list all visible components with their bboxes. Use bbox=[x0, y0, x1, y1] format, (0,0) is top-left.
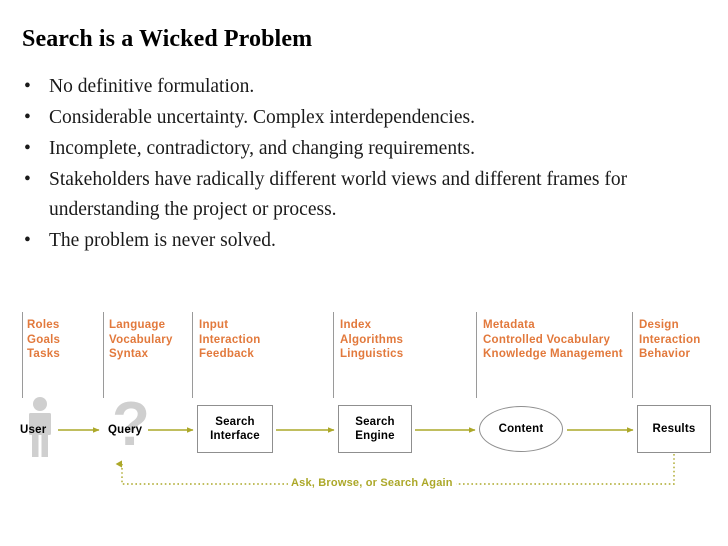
column-divider bbox=[192, 312, 193, 398]
node-search-interface-line1: Search bbox=[215, 416, 255, 428]
facet-item: Vocabulary bbox=[109, 333, 173, 346]
facet-item: Design bbox=[639, 319, 679, 331]
node-search-engine-line1: Search bbox=[355, 416, 395, 428]
facet-item: Linguistics bbox=[340, 348, 404, 361]
list-item-text: No definitive formulation. bbox=[49, 76, 255, 97]
column-divider bbox=[103, 312, 104, 398]
bullet-marker-icon: • bbox=[24, 76, 31, 97]
node-search-interface[interactable]: Search Interface bbox=[197, 405, 273, 453]
facet-item: Algorithms bbox=[340, 333, 404, 346]
feedback-loop-label: Ask, Browse, or Search Again bbox=[288, 477, 456, 489]
list-item-text: Considerable uncertainty. Complex interd… bbox=[49, 107, 475, 128]
facet-column-engine: Index Algorithms Linguistics bbox=[340, 318, 403, 362]
search-process-diagram: Roles Goals Tasks Language Vocabulary Sy… bbox=[0, 300, 728, 546]
facet-column-content: Metadata Controlled Vocabulary Knowledge… bbox=[483, 318, 623, 362]
facet-column-query: Language Vocabulary Syntax bbox=[109, 318, 173, 362]
list-item: • The problem is never solved. bbox=[14, 226, 654, 256]
list-item-text: Incomplete, contradictory, and changing … bbox=[49, 138, 475, 159]
bullet-marker-icon: • bbox=[24, 107, 31, 128]
facet-item: Knowledge Management bbox=[483, 348, 623, 361]
facet-item: Goals bbox=[27, 333, 61, 346]
facet-item: Index bbox=[340, 319, 372, 331]
list-item: • No definitive formulation. bbox=[14, 72, 654, 102]
facet-item: Tasks bbox=[27, 348, 61, 361]
bullet-marker-icon: • bbox=[24, 169, 31, 190]
column-divider bbox=[22, 312, 23, 398]
user-person-icon bbox=[26, 396, 54, 463]
node-content[interactable]: Content bbox=[479, 406, 563, 452]
list-item: • Incomplete, contradictory, and changin… bbox=[14, 134, 654, 164]
facet-item: Syntax bbox=[109, 348, 149, 361]
facet-item: Controlled Vocabulary bbox=[483, 333, 611, 346]
bullet-marker-icon: • bbox=[24, 138, 31, 159]
node-results-label: Results bbox=[652, 423, 696, 435]
facet-item: Interaction bbox=[199, 333, 261, 346]
list-item-text: The problem is never solved. bbox=[49, 230, 276, 251]
facet-item: Feedback bbox=[199, 348, 255, 361]
page-title: Search is a Wicked Problem bbox=[22, 26, 313, 52]
node-search-interface-line2: Interface bbox=[210, 430, 260, 442]
facet-item: Roles bbox=[27, 319, 60, 331]
question-mark-icon: ? bbox=[112, 390, 150, 459]
facet-item: Behavior bbox=[639, 348, 691, 361]
facet-column-results: Design Interaction Behavior bbox=[639, 318, 701, 362]
facet-item: Interaction bbox=[639, 333, 701, 346]
list-item: • Considerable uncertainty. Complex inte… bbox=[14, 103, 654, 133]
facet-item: Metadata bbox=[483, 319, 535, 331]
node-search-engine-line2: Engine bbox=[355, 430, 395, 442]
bullet-list: • No definitive formulation. • Considera… bbox=[14, 72, 654, 257]
facet-item: Language bbox=[109, 319, 166, 331]
facet-column-interface: Input Interaction Feedback bbox=[199, 318, 261, 362]
column-divider bbox=[333, 312, 334, 398]
node-user-label: User bbox=[20, 424, 47, 436]
column-divider bbox=[476, 312, 477, 398]
facet-column-user: Roles Goals Tasks bbox=[27, 318, 60, 362]
column-divider bbox=[632, 312, 633, 398]
bullet-marker-icon: • bbox=[24, 230, 31, 251]
node-results[interactable]: Results bbox=[637, 405, 711, 453]
list-item: • Stakeholders have radically different … bbox=[14, 165, 654, 225]
node-search-engine[interactable]: Search Engine bbox=[338, 405, 412, 453]
node-query-label: Query bbox=[108, 424, 143, 436]
facet-item: Input bbox=[199, 319, 229, 331]
list-item-text: Stakeholders have radically different wo… bbox=[49, 169, 628, 220]
